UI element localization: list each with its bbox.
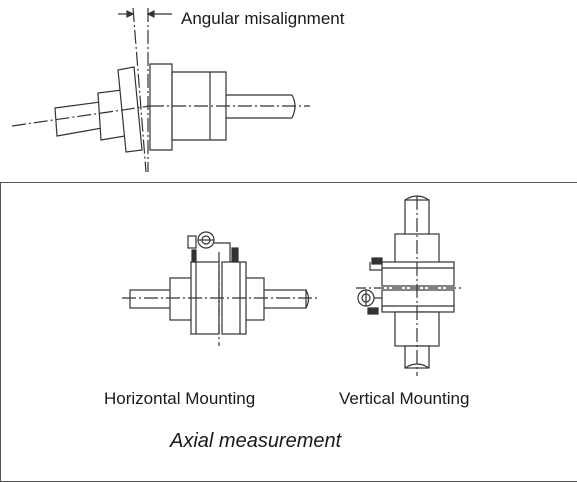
right-shaft xyxy=(226,94,292,119)
horizontal-left-shaft xyxy=(129,289,173,309)
horizontal-indicator-bracket xyxy=(214,242,231,262)
vertical-mounting-label: Vertical Mounting xyxy=(339,389,470,408)
horizontal-mounting-label: Horizontal Mounting xyxy=(104,389,256,408)
dimension-arrowhead-right xyxy=(146,10,155,18)
vertical-mounting-diagram xyxy=(356,195,464,376)
horizontal-right-hub xyxy=(243,277,265,321)
dimension-arrowhead-left xyxy=(126,10,135,18)
vertical-bottom-flange xyxy=(381,289,455,313)
angular-misalignment-label: Angular misalignment xyxy=(181,9,345,28)
vertical-top-flange xyxy=(381,261,455,287)
left-centreline xyxy=(11,105,151,127)
horizontal-left-hub xyxy=(169,277,193,321)
angular-misalignment-diagram xyxy=(11,7,310,173)
angle-reference-line-left xyxy=(132,7,147,173)
horizontal-right-shaft xyxy=(261,289,307,309)
right-flange xyxy=(149,63,173,151)
axial-measurement-caption: Axial measurement xyxy=(170,430,342,452)
vertical-indicator-bracket xyxy=(369,262,382,271)
